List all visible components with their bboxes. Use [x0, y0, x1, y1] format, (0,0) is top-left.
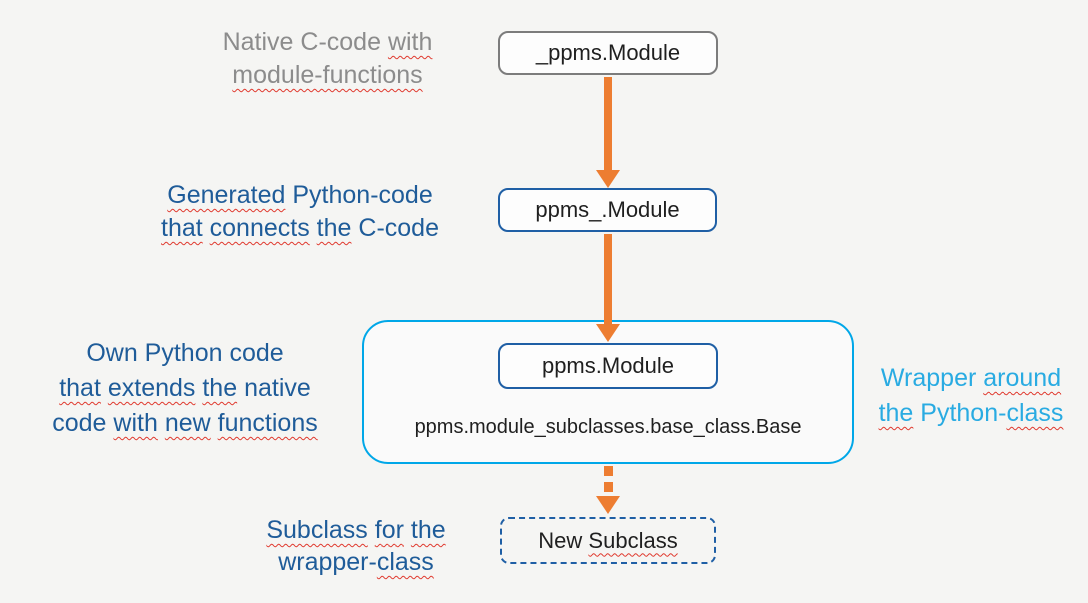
label-text: Own Python code — [86, 339, 284, 367]
arrow-3-dash — [604, 466, 613, 476]
label-text: Wrapper — [880, 364, 984, 392]
label-space — [158, 409, 165, 437]
node-label: New — [538, 527, 589, 553]
label-space — [101, 374, 108, 402]
arrow-1-head-icon — [596, 170, 620, 188]
label-text-misspelled: that — [161, 214, 203, 242]
label-text-misspelled: with — [387, 28, 433, 56]
label-text-misspelled: class — [376, 548, 434, 576]
arrow-2-shaft — [604, 234, 612, 325]
node-wrapper-module-box: ppms.Module — [498, 343, 718, 389]
label-text: Python-code — [292, 181, 433, 209]
label-text-misspelled: around — [983, 364, 1062, 392]
arrow-2-head-icon — [596, 324, 620, 342]
label-text-misspelled: Subclass — [266, 516, 368, 544]
label-text-misspelled: that — [59, 374, 101, 402]
arrow-3-head-icon — [596, 496, 620, 514]
label-line: Own Python code — [15, 336, 355, 371]
label-text-misspelled: with — [113, 409, 158, 437]
label-text-misspelled: module-functions — [232, 61, 423, 89]
label-text-misspelled: new — [164, 409, 211, 437]
label-text: native — [244, 374, 311, 402]
label-line: module-functions — [195, 59, 460, 92]
label-text-misspelled: functions — [217, 409, 318, 437]
label-line: Native C-code with — [195, 26, 460, 59]
label-text: Native C-code — [222, 28, 388, 56]
annotation-wrapper-around: Wrapper around the Python-class — [862, 361, 1080, 431]
label-line: Wrapper around — [862, 361, 1080, 396]
node-label: ppms.Module — [541, 353, 675, 378]
label-text-misspelled: the — [202, 374, 238, 402]
label-line: Generated Python-code — [140, 179, 460, 212]
label-space — [203, 214, 210, 242]
label-text-misspelled: Generated — [167, 181, 286, 209]
label-text-misspelled: for — [374, 516, 404, 544]
label-text-misspelled: the — [410, 516, 446, 544]
annotation-native-c-code: Native C-code with module-functions — [195, 26, 460, 92]
label-space — [368, 516, 375, 544]
label-line: Subclass for the — [250, 514, 462, 546]
label-line: that connects the C-code — [140, 212, 460, 245]
label-text-misspelled: the — [878, 399, 914, 427]
label-text: Python- — [920, 399, 1007, 427]
node-c-module-box: _ppms.Module — [498, 31, 718, 75]
label-text: C-code — [358, 214, 439, 242]
label-text-misspelled: the — [316, 214, 352, 242]
label-line: the Python-class — [862, 396, 1080, 431]
label-text-misspelled: connects — [209, 214, 310, 242]
annotation-subclass-for-wrapper: Subclass for the wrapper-class — [250, 514, 462, 578]
arrow-3-dash — [604, 482, 613, 492]
node-label: ppms_.Module — [535, 197, 680, 222]
node-generated-python-module-box: ppms_.Module — [498, 188, 717, 232]
label-text-misspelled: class — [1006, 399, 1064, 427]
label-space — [211, 409, 218, 437]
node-new-subclass-box: New Subclass — [500, 517, 716, 564]
label-text: wrapper- — [278, 548, 377, 576]
node-label: _ppms.Module — [535, 40, 681, 65]
annotation-own-python-code: Own Python code that extends the native … — [15, 336, 355, 441]
label-text: code — [52, 409, 114, 437]
label-line: wrapper-class — [250, 546, 462, 578]
label-space — [310, 214, 317, 242]
label-line: code with new functions — [15, 406, 355, 441]
node-label-misspelled: Subclass — [588, 527, 678, 553]
base-class-path-text: ppms.module_subclasses.base_class.Base — [414, 416, 802, 438]
label-line: that extends the native — [15, 371, 355, 406]
label-space — [404, 516, 411, 544]
annotation-generated-python-code: Generated Python-code that connects the … — [140, 179, 460, 245]
arrow-1-shaft — [604, 77, 612, 171]
label-text-misspelled: extends — [107, 374, 196, 402]
